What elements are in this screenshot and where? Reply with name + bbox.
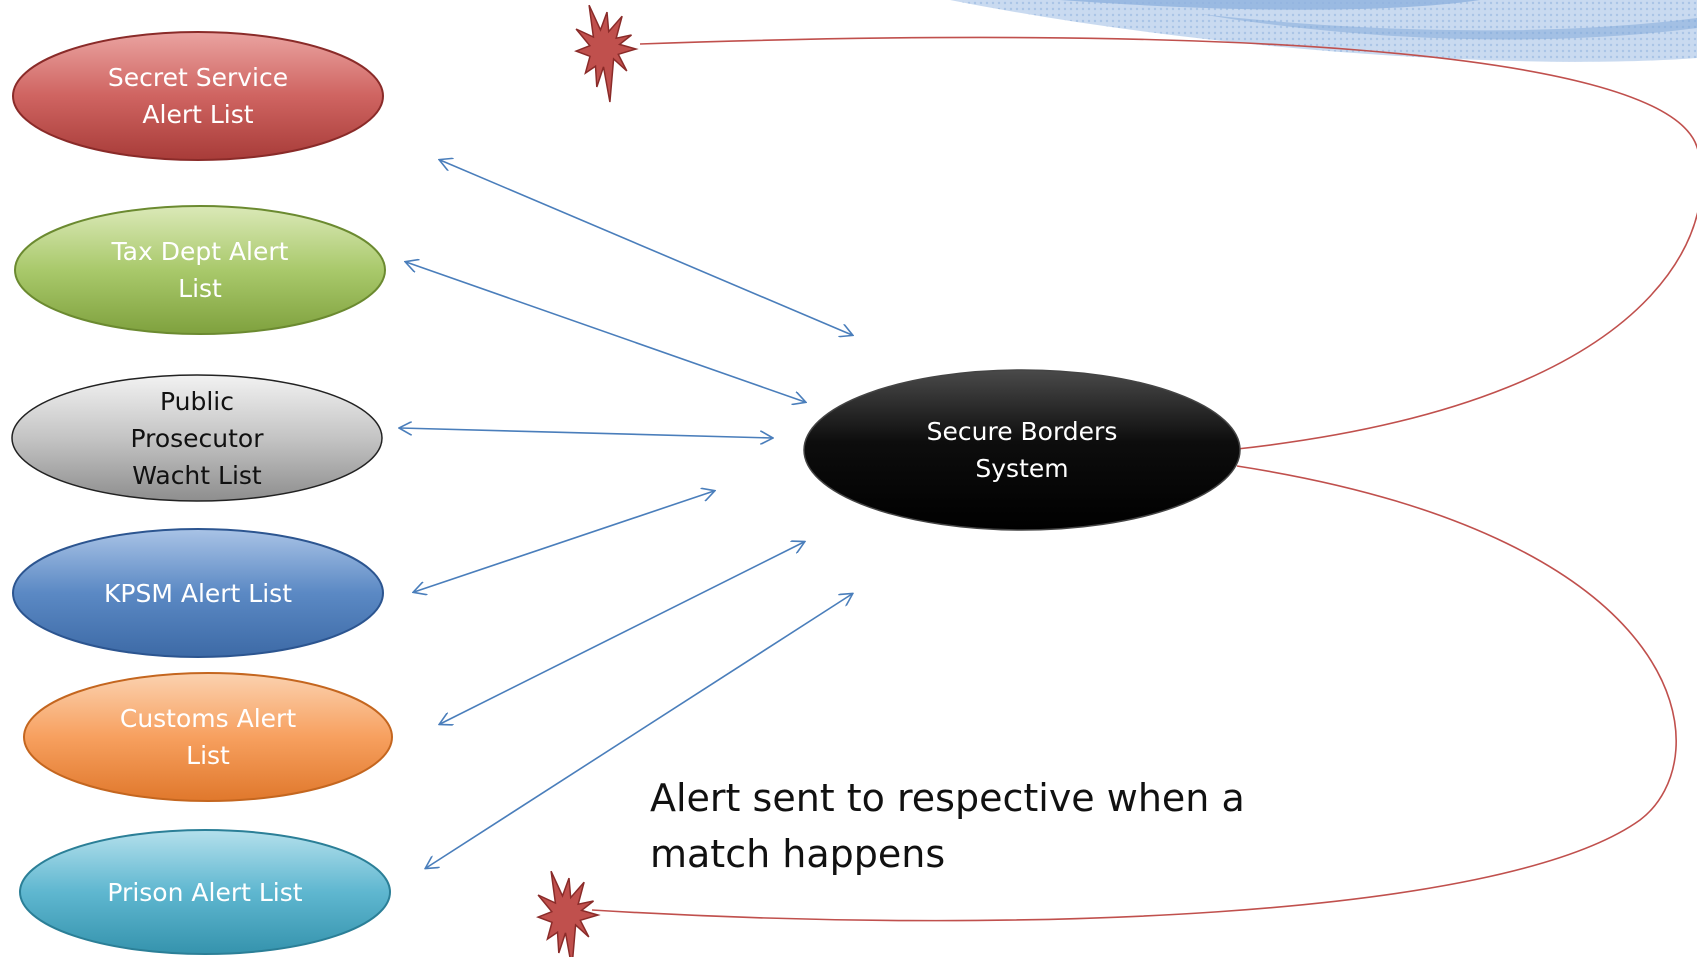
alert-line-bottom — [591, 465, 1677, 922]
public-prosecutor-ellipse — [11, 374, 383, 502]
prison-ellipse — [19, 829, 391, 955]
connector-public-prosecutor — [400, 428, 772, 438]
connector-tax-dept — [406, 262, 805, 402]
secure-borders-ellipse — [803, 369, 1241, 531]
alert-starburst-bottom-icon — [536, 870, 601, 957]
secret-service-ellipse — [12, 31, 384, 161]
connector-prison — [426, 594, 852, 868]
customs-ellipse — [23, 672, 393, 802]
header-decoration — [950, 0, 1697, 62]
alert-line-top — [639, 36, 1697, 450]
connector-kpsm — [414, 491, 714, 592]
kpsm-ellipse — [12, 528, 384, 658]
alert-starburst-top-icon — [574, 4, 639, 103]
alert-caption: Alert sent to respective when a match ha… — [650, 776, 1245, 876]
tax-dept-ellipse — [14, 205, 386, 335]
connector-customs — [440, 542, 804, 724]
connector-secret-service — [440, 160, 852, 335]
